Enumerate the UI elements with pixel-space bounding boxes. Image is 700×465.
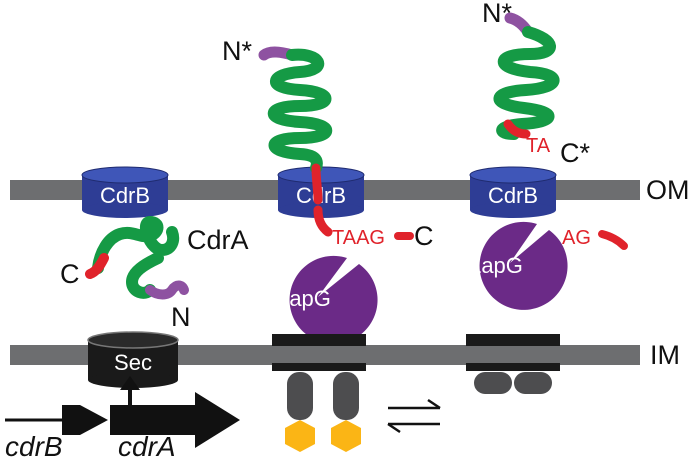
cdrb-channel-3: CdrB	[469, 166, 557, 218]
n-terminus-label: N	[171, 302, 191, 332]
receptor-2	[466, 334, 560, 394]
lapg-protease-2: LapG	[469, 221, 568, 310]
ta-label: TA	[526, 135, 551, 157]
gene-cdra-label: cdrA	[118, 431, 176, 462]
cdra-label: CdrA	[187, 225, 249, 255]
n-star-label-1: N*	[222, 36, 252, 66]
im-label: IM	[650, 340, 680, 370]
cdrb-channel-1: CdrB	[81, 166, 169, 218]
equilibrium-arrows-icon	[387, 398, 441, 434]
gene-cdrb-label: cdrB	[5, 431, 63, 462]
cdra-surface-protein-2	[258, 46, 333, 237]
c-terminus-label: C	[60, 259, 80, 289]
cleaved-ag-fragment	[598, 230, 628, 250]
n-star-label-2: N*	[482, 0, 512, 28]
promoter-arrow-icon	[120, 376, 140, 390]
lapg-label-1: LapG	[277, 286, 331, 311]
cdra-gene-arrow	[110, 392, 240, 448]
om-label: OM	[646, 175, 690, 205]
cdra-released-protein	[493, 12, 560, 140]
cdra-protein-1	[85, 215, 189, 300]
c-di-gmp-hexagon-2	[331, 420, 361, 452]
gene-arrows	[5, 376, 240, 448]
cdrb-gene-arrow	[62, 405, 108, 435]
lapg-label-2: LapG	[469, 253, 523, 278]
cdrb-label-3: CdrB	[488, 183, 538, 208]
ag-label: AG	[562, 227, 591, 249]
c-fragment-label: C	[414, 221, 434, 251]
sec-label: Sec	[114, 350, 152, 375]
cdrb-label-1: CdrB	[100, 183, 150, 208]
lapg-protease-1: LapG	[277, 255, 378, 344]
receptor-1	[272, 334, 366, 452]
taag-label: TAAG	[332, 227, 385, 249]
c-di-gmp-hexagon-1	[285, 420, 315, 452]
c-star-label: C*	[560, 138, 590, 168]
sec-translocon: Sec	[87, 331, 179, 388]
